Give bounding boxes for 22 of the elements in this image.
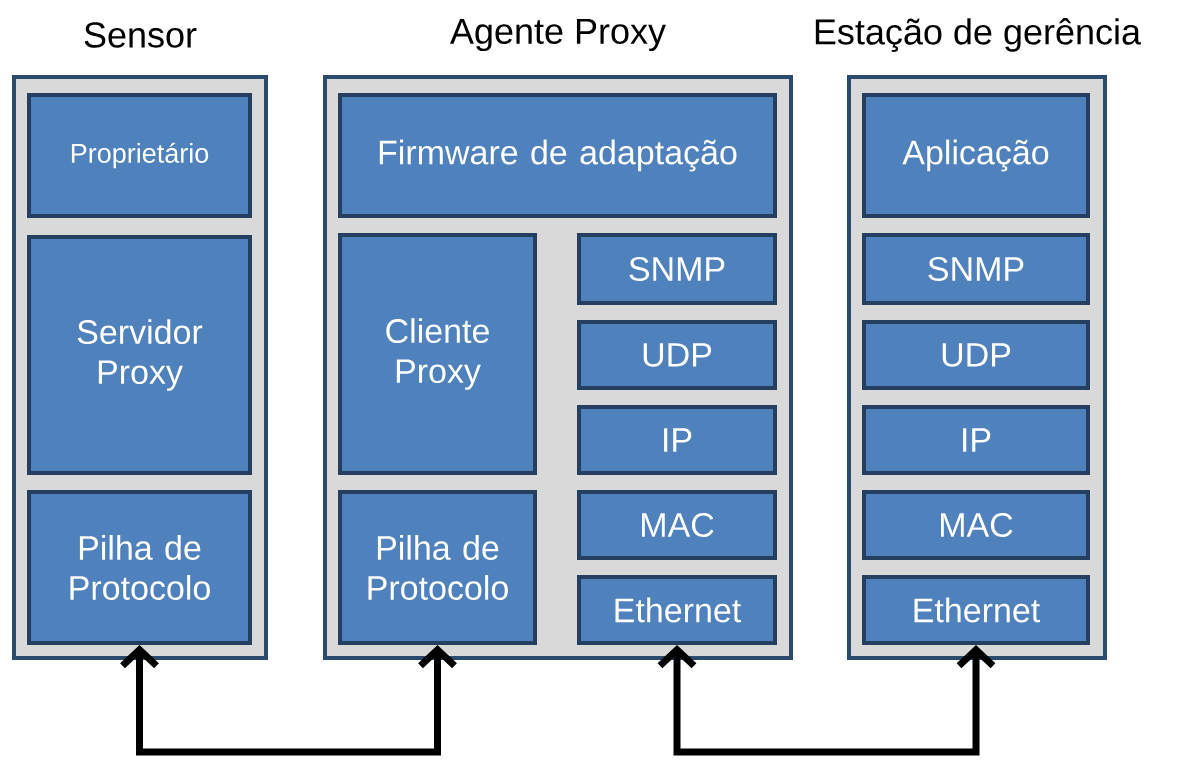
node-label: Agente Proxy <box>450 18 666 52</box>
layer-box: SNMP <box>577 233 777 305</box>
layer-box: MAC <box>862 490 1090 560</box>
layer-box: Firmware de adaptação <box>338 93 777 218</box>
arrow <box>657 645 996 756</box>
layer-box: MAC <box>577 490 777 560</box>
node-label: Sensor <box>84 22 197 48</box>
layer-box: UDP <box>577 320 777 390</box>
layer-box: Aplicação <box>862 93 1090 218</box>
layer-box: Ethernet <box>862 575 1090 645</box>
layer-box: Pilha de Protocolo <box>27 490 252 645</box>
layer-box: Servidor Proxy <box>27 235 252 475</box>
layer-box: IP <box>577 405 777 475</box>
layer-box: IP <box>862 405 1090 475</box>
layer-box: Proprietário <box>27 93 252 218</box>
layer-box: Pilha de Protocolo <box>338 490 537 645</box>
layer-box: SNMP <box>862 233 1090 305</box>
layer-box: UDP <box>862 320 1090 390</box>
layer-box: Cliente Proxy <box>338 233 537 475</box>
layer-box: Ethernet <box>577 575 777 645</box>
arrow <box>120 645 457 756</box>
node-label: Estação de gerência <box>815 18 1142 52</box>
